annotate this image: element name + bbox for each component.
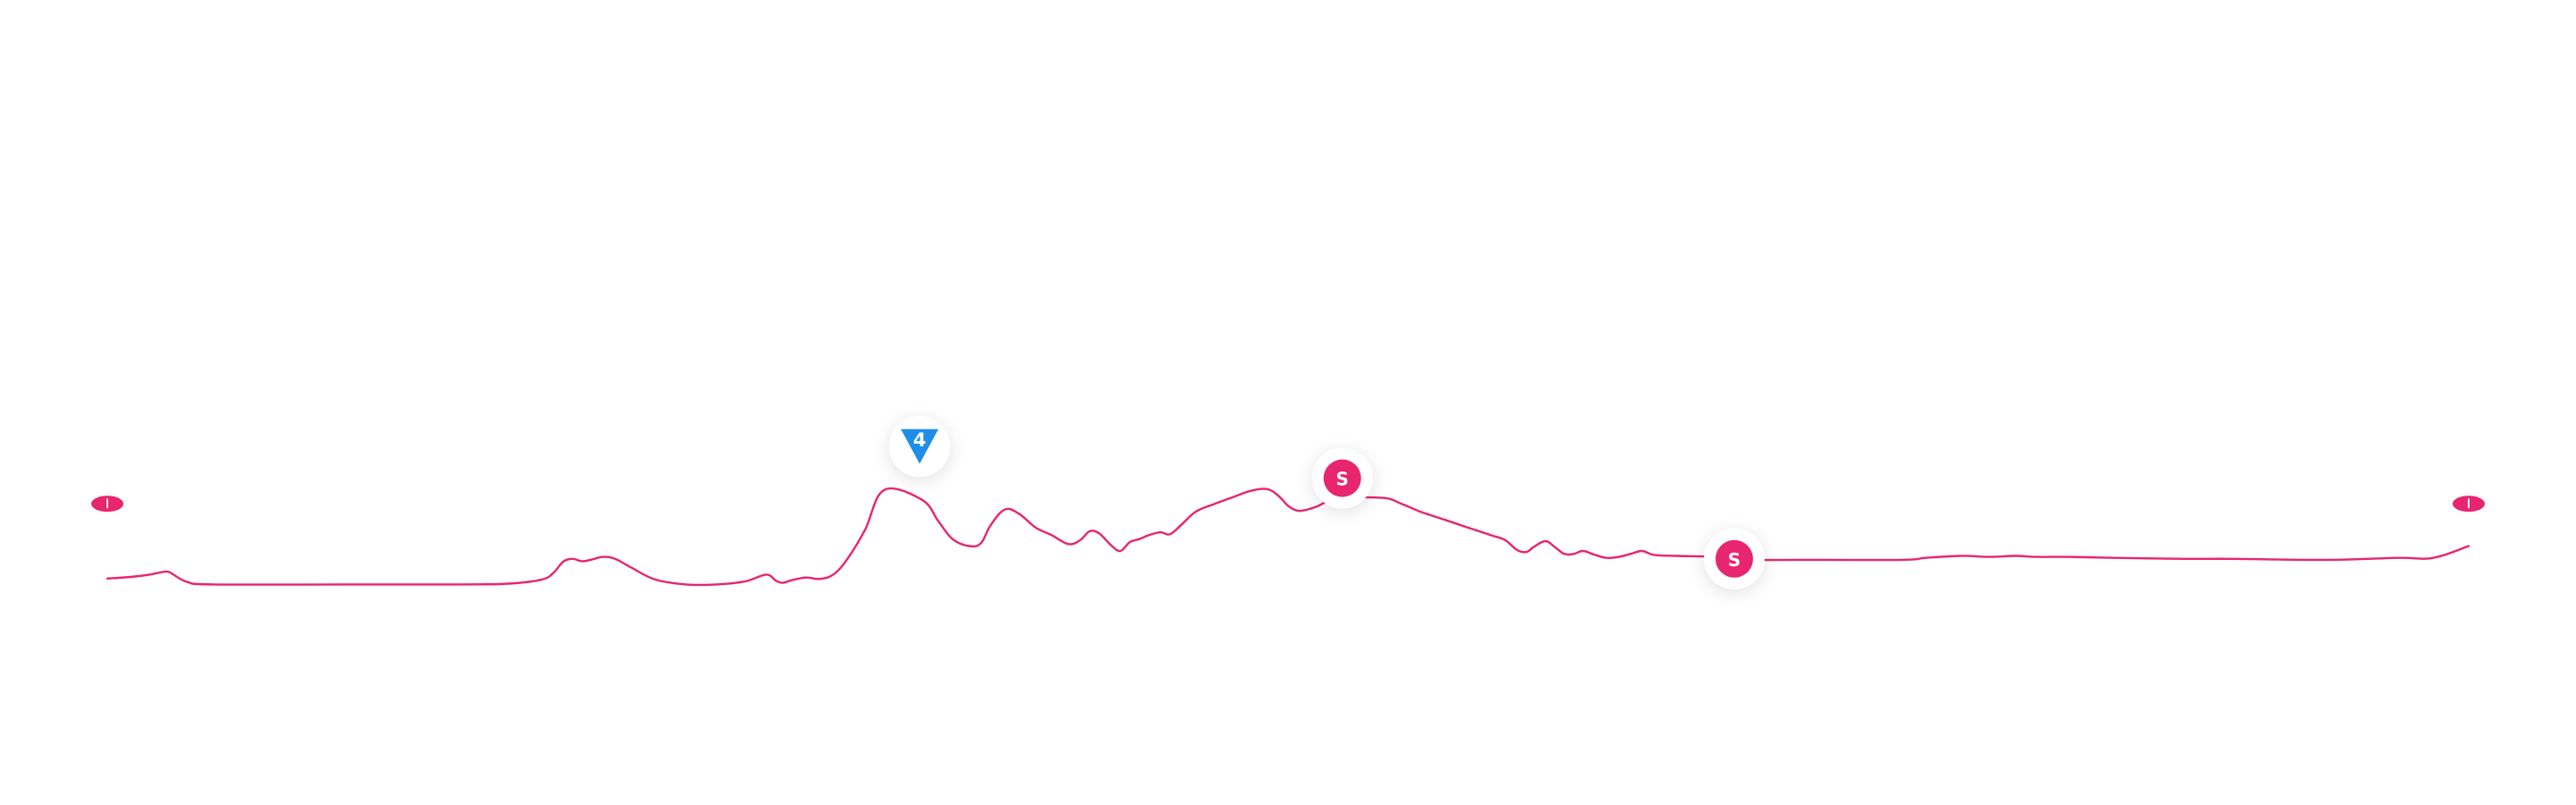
marker-sprint-3: S [1311,447,1373,509]
climb-category-triangle [901,428,939,464]
marker-climb-2: 4 [889,416,951,478]
sprint-label: S [1336,469,1349,490]
sprint-badge [1715,539,1753,578]
climb-category-label: 4 [913,429,927,451]
elevation-line [106,487,2470,587]
marker-sprint-4: S [1703,528,1765,589]
sprint-badge [1323,459,1361,497]
marker-finish-1 [2449,492,2488,516]
sprint-label: S [1728,549,1741,571]
marker-start-0 [88,492,127,516]
